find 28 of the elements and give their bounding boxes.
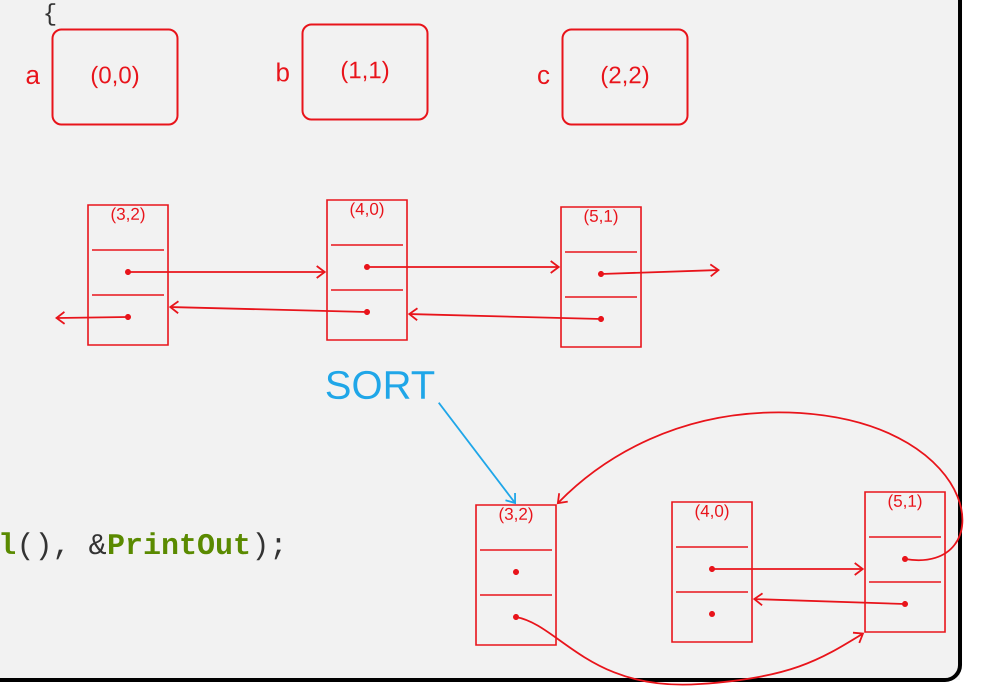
arrow: [516, 616, 864, 686]
arrow: [600, 264, 720, 278]
list-node-box: (5,1): [560, 206, 642, 348]
arrow: [168, 300, 368, 314]
value-box: (2,2): [562, 28, 688, 126]
list-node-box: (4,0): [671, 501, 753, 643]
list-node-box: (4,0): [326, 199, 408, 341]
arrow: [408, 308, 602, 321]
brace: {: [45, 3, 56, 26]
code-text: l: [1, 532, 15, 554]
variable-label: b: [277, 62, 289, 82]
value-box: (1,1): [302, 24, 428, 120]
arrow: [128, 265, 326, 279]
sort-label: SORT: [326, 370, 434, 400]
arrow: [55, 311, 128, 325]
arrow: [712, 562, 864, 576]
code-text: );: [256, 532, 281, 560]
arrow: [367, 260, 560, 274]
list-node-box: (5,1): [864, 491, 946, 633]
code-text: (), &: [22, 532, 106, 560]
value-box: (0,0): [52, 28, 178, 126]
code-text: PrintOut: [109, 532, 248, 554]
arrow: [752, 592, 906, 606]
variable-label: c: [538, 70, 550, 84]
arrow: [438, 402, 516, 504]
list-node-box: (3,2): [475, 504, 557, 646]
list-node-box: (3,2): [87, 204, 169, 346]
variable-label: a: [26, 70, 40, 84]
